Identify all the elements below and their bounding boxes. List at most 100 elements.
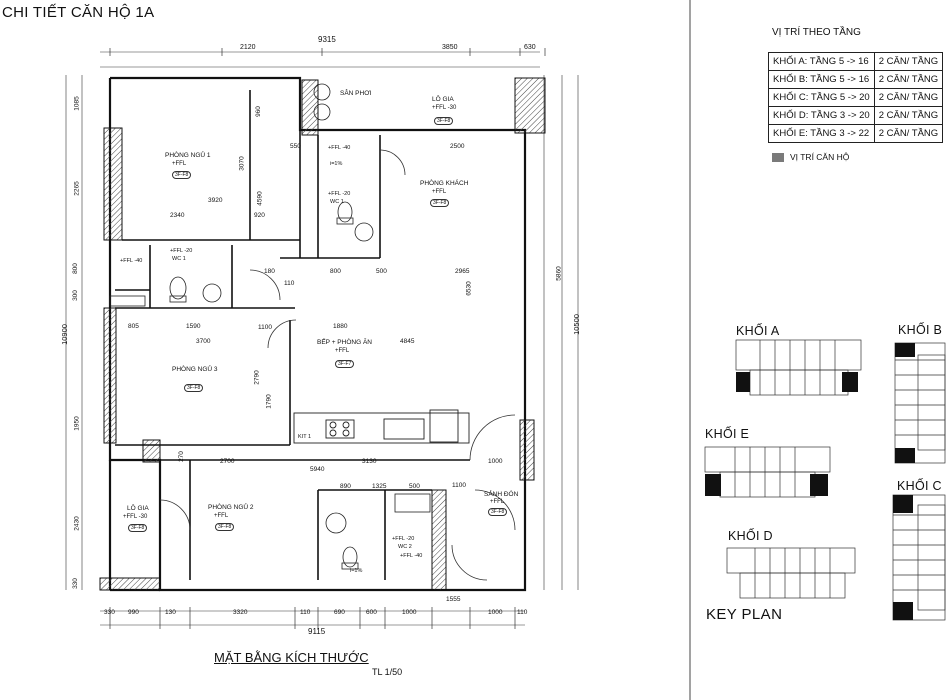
dim-top-b: 3850 — [442, 44, 458, 51]
keyplan-e-unit-1 — [705, 474, 721, 496]
dim-bottom: 990 — [128, 609, 139, 616]
interior-walls — [115, 90, 470, 580]
keyplan-label-b: KHỐI B — [898, 323, 943, 337]
sanitary-fixtures — [109, 83, 431, 570]
table-cell: KHỐI A: TẦNG 5 -> 16 — [768, 52, 875, 71]
dim-bottom: 600 — [366, 609, 377, 616]
dim-inner: 1325 — [372, 483, 387, 490]
room-ffl: +FFL -20 — [328, 191, 351, 197]
keyplan-label-c: KHỐI C — [897, 479, 942, 493]
dim-top-total: 9315 — [318, 35, 336, 44]
dim-bottom: 330 — [104, 609, 115, 616]
dim-top-c: 630 — [524, 44, 536, 51]
plan-scale: TL 1/50 — [372, 667, 403, 677]
table-cell: KHỐI E: TẦNG 3 -> 22 — [768, 124, 875, 143]
dim-inner: 3700 — [196, 338, 211, 345]
table-row: KHỐI A: TẦNG 5 -> 16 2 CĂN/ TẦNG — [768, 52, 944, 71]
table-row: KHỐI E: TẦNG 3 -> 22 2 CĂN/ TẦNG — [768, 124, 944, 143]
dim-inner: 500 — [376, 268, 387, 275]
table-row: KHỐI C: TẦNG 5 -> 20 2 CĂN/ TẦNG — [768, 88, 944, 107]
dim-inner: 270 — [177, 451, 185, 462]
dim-left: 300 — [71, 290, 79, 301]
room-ffl: +FFL — [335, 348, 350, 354]
dim-left: 1950 — [73, 416, 81, 431]
dim-inner: 1100 — [452, 482, 466, 489]
dim-inner: 180 — [264, 268, 275, 275]
dim-right: 6530 — [465, 281, 473, 296]
table-cell: KHỐI D: TẦNG 3 -> 20 — [768, 106, 875, 125]
table-row: KHỐI B: TẦNG 5 -> 16 2 CĂN/ TẦNG — [768, 70, 944, 89]
room-code: 3F-F8 — [430, 199, 450, 207]
dim-bottom: 110 — [300, 609, 311, 616]
table-cell: KHỐI C: TẦNG 5 -> 20 — [768, 88, 875, 107]
legend-swatch — [772, 153, 784, 162]
keyplan-b-unit-2 — [895, 448, 915, 463]
room-label-wc1b: WC 1 — [330, 199, 344, 205]
table-cell: 2 CĂN/ TẦNG — [873, 52, 944, 71]
dim-inner: 920 — [254, 212, 265, 219]
room-code: 3F-F8 — [128, 524, 148, 532]
room-label-loggia-1: LÔ GIA — [432, 96, 454, 103]
keyplan-label-a: KHỐI A — [736, 324, 780, 338]
dim-bottom: 1555 — [446, 596, 461, 603]
room-label-wc1a: WC 1 — [172, 256, 186, 262]
dim-inner: 2965 — [455, 268, 470, 275]
dim-inner: 890 — [340, 483, 351, 490]
dim-inner: 3920 — [208, 197, 223, 204]
dim-top-a: 2120 — [240, 44, 256, 51]
keyplan-c-unit-2 — [893, 602, 913, 620]
ffl-tag: +FFL -40 — [120, 258, 143, 264]
dim-inner: 805 — [128, 323, 139, 330]
dim-inner: 3070 — [238, 156, 246, 171]
room-code: 3F-F8 — [184, 384, 204, 392]
dim-left: 2430 — [73, 516, 81, 531]
room-code: 3F-F8 — [172, 171, 192, 179]
kitchen-counter — [293, 409, 470, 444]
room-code: 3F-F8 — [434, 117, 454, 125]
structural-columns — [99, 77, 546, 591]
legend-label: VỊ TRÍ CĂN HỘ — [790, 152, 850, 162]
room-label-drying-yard: SÂN PHƠI — [340, 90, 372, 97]
dimension-ticks — [109, 48, 546, 629]
dim-bottom: 130 — [165, 609, 176, 616]
keyplan-a-unit-1 — [736, 372, 750, 392]
dim-left: 800 — [71, 263, 79, 274]
room-label-bedroom-2: PHÒNG NGỦ 2 — [208, 504, 254, 511]
keyplan-block-c — [892, 494, 946, 621]
room-label-living: PHÒNG KHÁCH — [420, 180, 469, 187]
keyplan-c-unit-1 — [893, 495, 913, 513]
keyplan-block-d — [726, 547, 856, 599]
dim-left: 2265 — [73, 181, 81, 196]
floor-position-heading: VỊ TRÍ THEO TẦNG — [772, 27, 861, 38]
ffl-tag: +FFL -40 — [328, 145, 351, 151]
dim-inner: 3130 — [362, 458, 377, 465]
table-cell: 2 CĂN/ TẦNG — [873, 106, 944, 125]
dim-inner: 2500 — [450, 143, 465, 150]
room-ffl: +FFL — [214, 513, 229, 519]
table-cell: 2 CĂN/ TẦNG — [873, 70, 944, 89]
dim-inner: 110 — [284, 280, 295, 287]
table-row: KHỐI D: TẦNG 3 -> 20 2 CĂN/ TẦNG — [768, 106, 944, 125]
dim-inner: 2700 — [220, 458, 235, 465]
dim-right: 4590 — [256, 191, 264, 206]
dim-inner: 4845 — [400, 338, 415, 345]
room-label-kit: KIT 1 — [298, 434, 312, 440]
room-ffl: +FFL -30 — [123, 514, 148, 520]
dim-bottom: 3320 — [233, 609, 248, 616]
keyplan-block-b — [894, 342, 946, 464]
dim-inner: 500 — [409, 483, 420, 490]
dim-right: 960 — [254, 106, 262, 117]
table-cell: 2 CĂN/ TẦNG — [873, 88, 944, 107]
room-label-kitchen: BẾP + PHÒNG ĂN — [317, 339, 372, 346]
dim-bottom: 1000 — [488, 609, 503, 616]
room-ffl: +FFL -20 — [170, 248, 193, 254]
dim-inner: 1100 — [258, 324, 272, 331]
dim-left-total: 10900 — [59, 324, 69, 345]
room-code: 3F-F8 — [488, 508, 508, 516]
dim-inner: 1880 — [333, 323, 348, 330]
dim-bottom-total: 9115 — [308, 627, 326, 636]
floor-position-table: KHỐI A: TẦNG 5 -> 16 2 CĂN/ TẦNG KHỐI B:… — [768, 52, 944, 143]
keyplan-e-unit-2 — [810, 474, 828, 496]
dim-inner: 550 — [290, 143, 301, 150]
